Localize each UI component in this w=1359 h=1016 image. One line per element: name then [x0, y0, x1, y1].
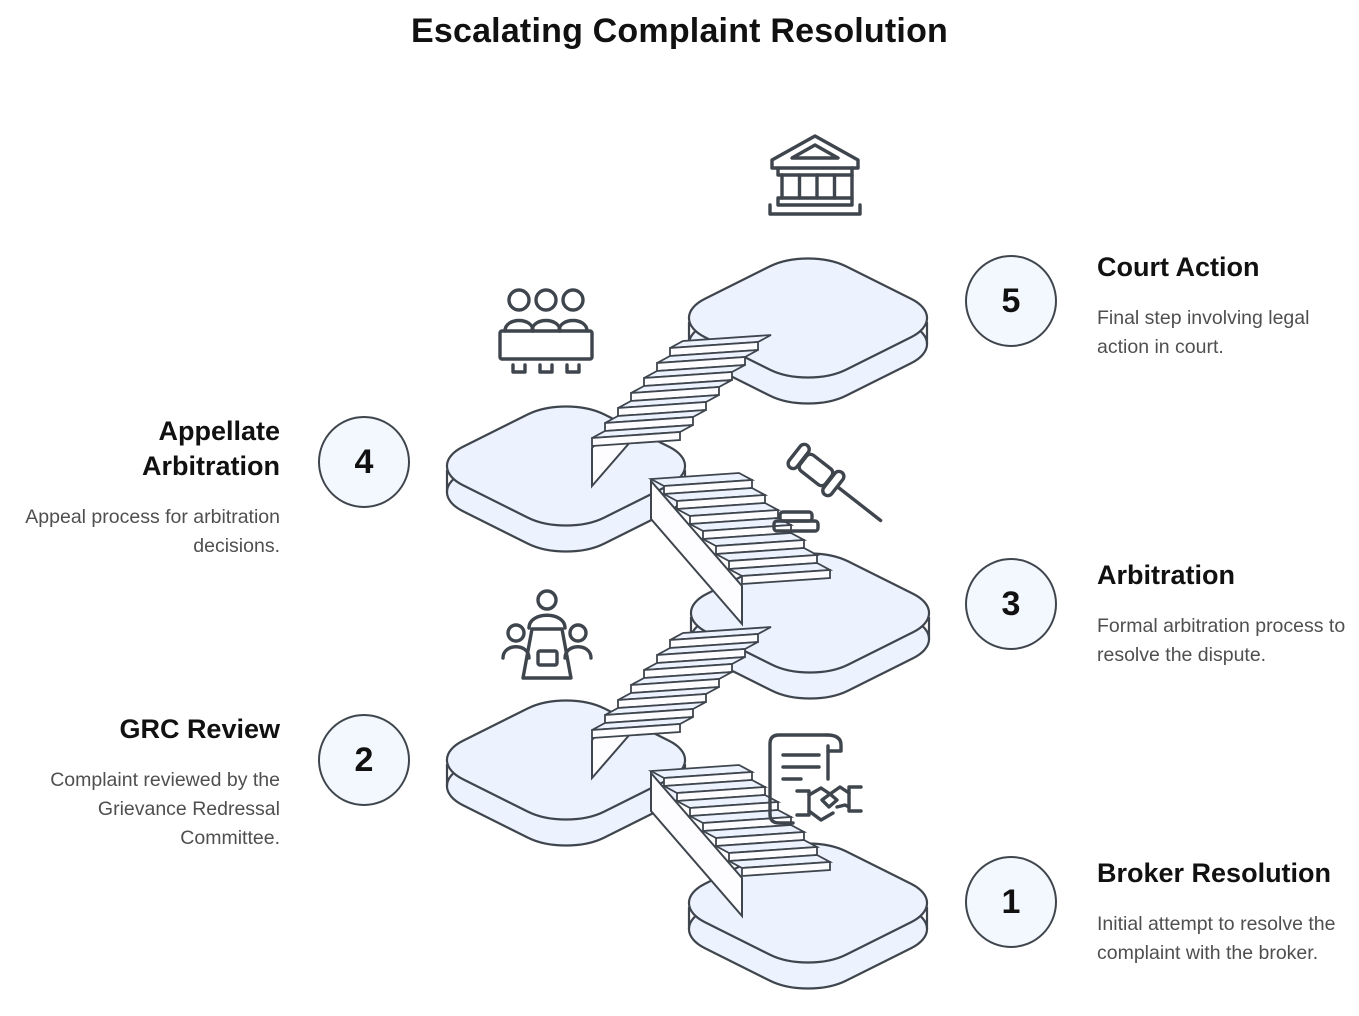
- committee-icon: [498, 288, 594, 374]
- contract-handshake-icon: [768, 733, 863, 825]
- step-number-2: 2: [318, 714, 410, 806]
- step-label-court-action: Court Action Final step involving legal …: [1097, 250, 1359, 362]
- step-description: Appeal process for arbitration decisions…: [25, 506, 280, 557]
- staircase-platforms-and-stairs: [425, 247, 952, 999]
- step-title: Court Action: [1097, 252, 1260, 282]
- step-description: Complaint reviewed by the Grievance Redr…: [50, 769, 280, 849]
- meeting-table-icon: [501, 589, 593, 680]
- diagram-title: Escalating Complaint Resolution: [410, 12, 949, 50]
- step-description: Formal arbitration process to resolve th…: [1097, 615, 1346, 666]
- step-title: Arbitration: [1097, 560, 1235, 590]
- step-description: Final step involving legal action in cou…: [1097, 307, 1310, 358]
- gavel-icon: [772, 442, 883, 533]
- bank-icon: [768, 134, 862, 216]
- step-number-4: 4: [318, 416, 410, 508]
- step-title: Broker Resolution: [1097, 858, 1332, 888]
- step-label-broker-resolution: Broker Resolution Initial attempt to res…: [1097, 856, 1359, 968]
- step-number-5: 5: [965, 255, 1057, 347]
- step-title: Appellate Arbitration: [142, 416, 280, 481]
- step-label-arbitration: Arbitration Formal arbitration process t…: [1097, 558, 1359, 670]
- step-label-grc-review: GRC Review Complaint reviewed by the Gri…: [18, 712, 280, 853]
- step-number-1: 1: [965, 856, 1057, 948]
- step-label-appellate-arbitration: Appellate Arbitration Appeal process for…: [18, 414, 280, 561]
- step-description: Initial attempt to resolve the complaint…: [1097, 913, 1336, 964]
- step-number-3: 3: [965, 558, 1057, 650]
- step-title: GRC Review: [119, 714, 280, 744]
